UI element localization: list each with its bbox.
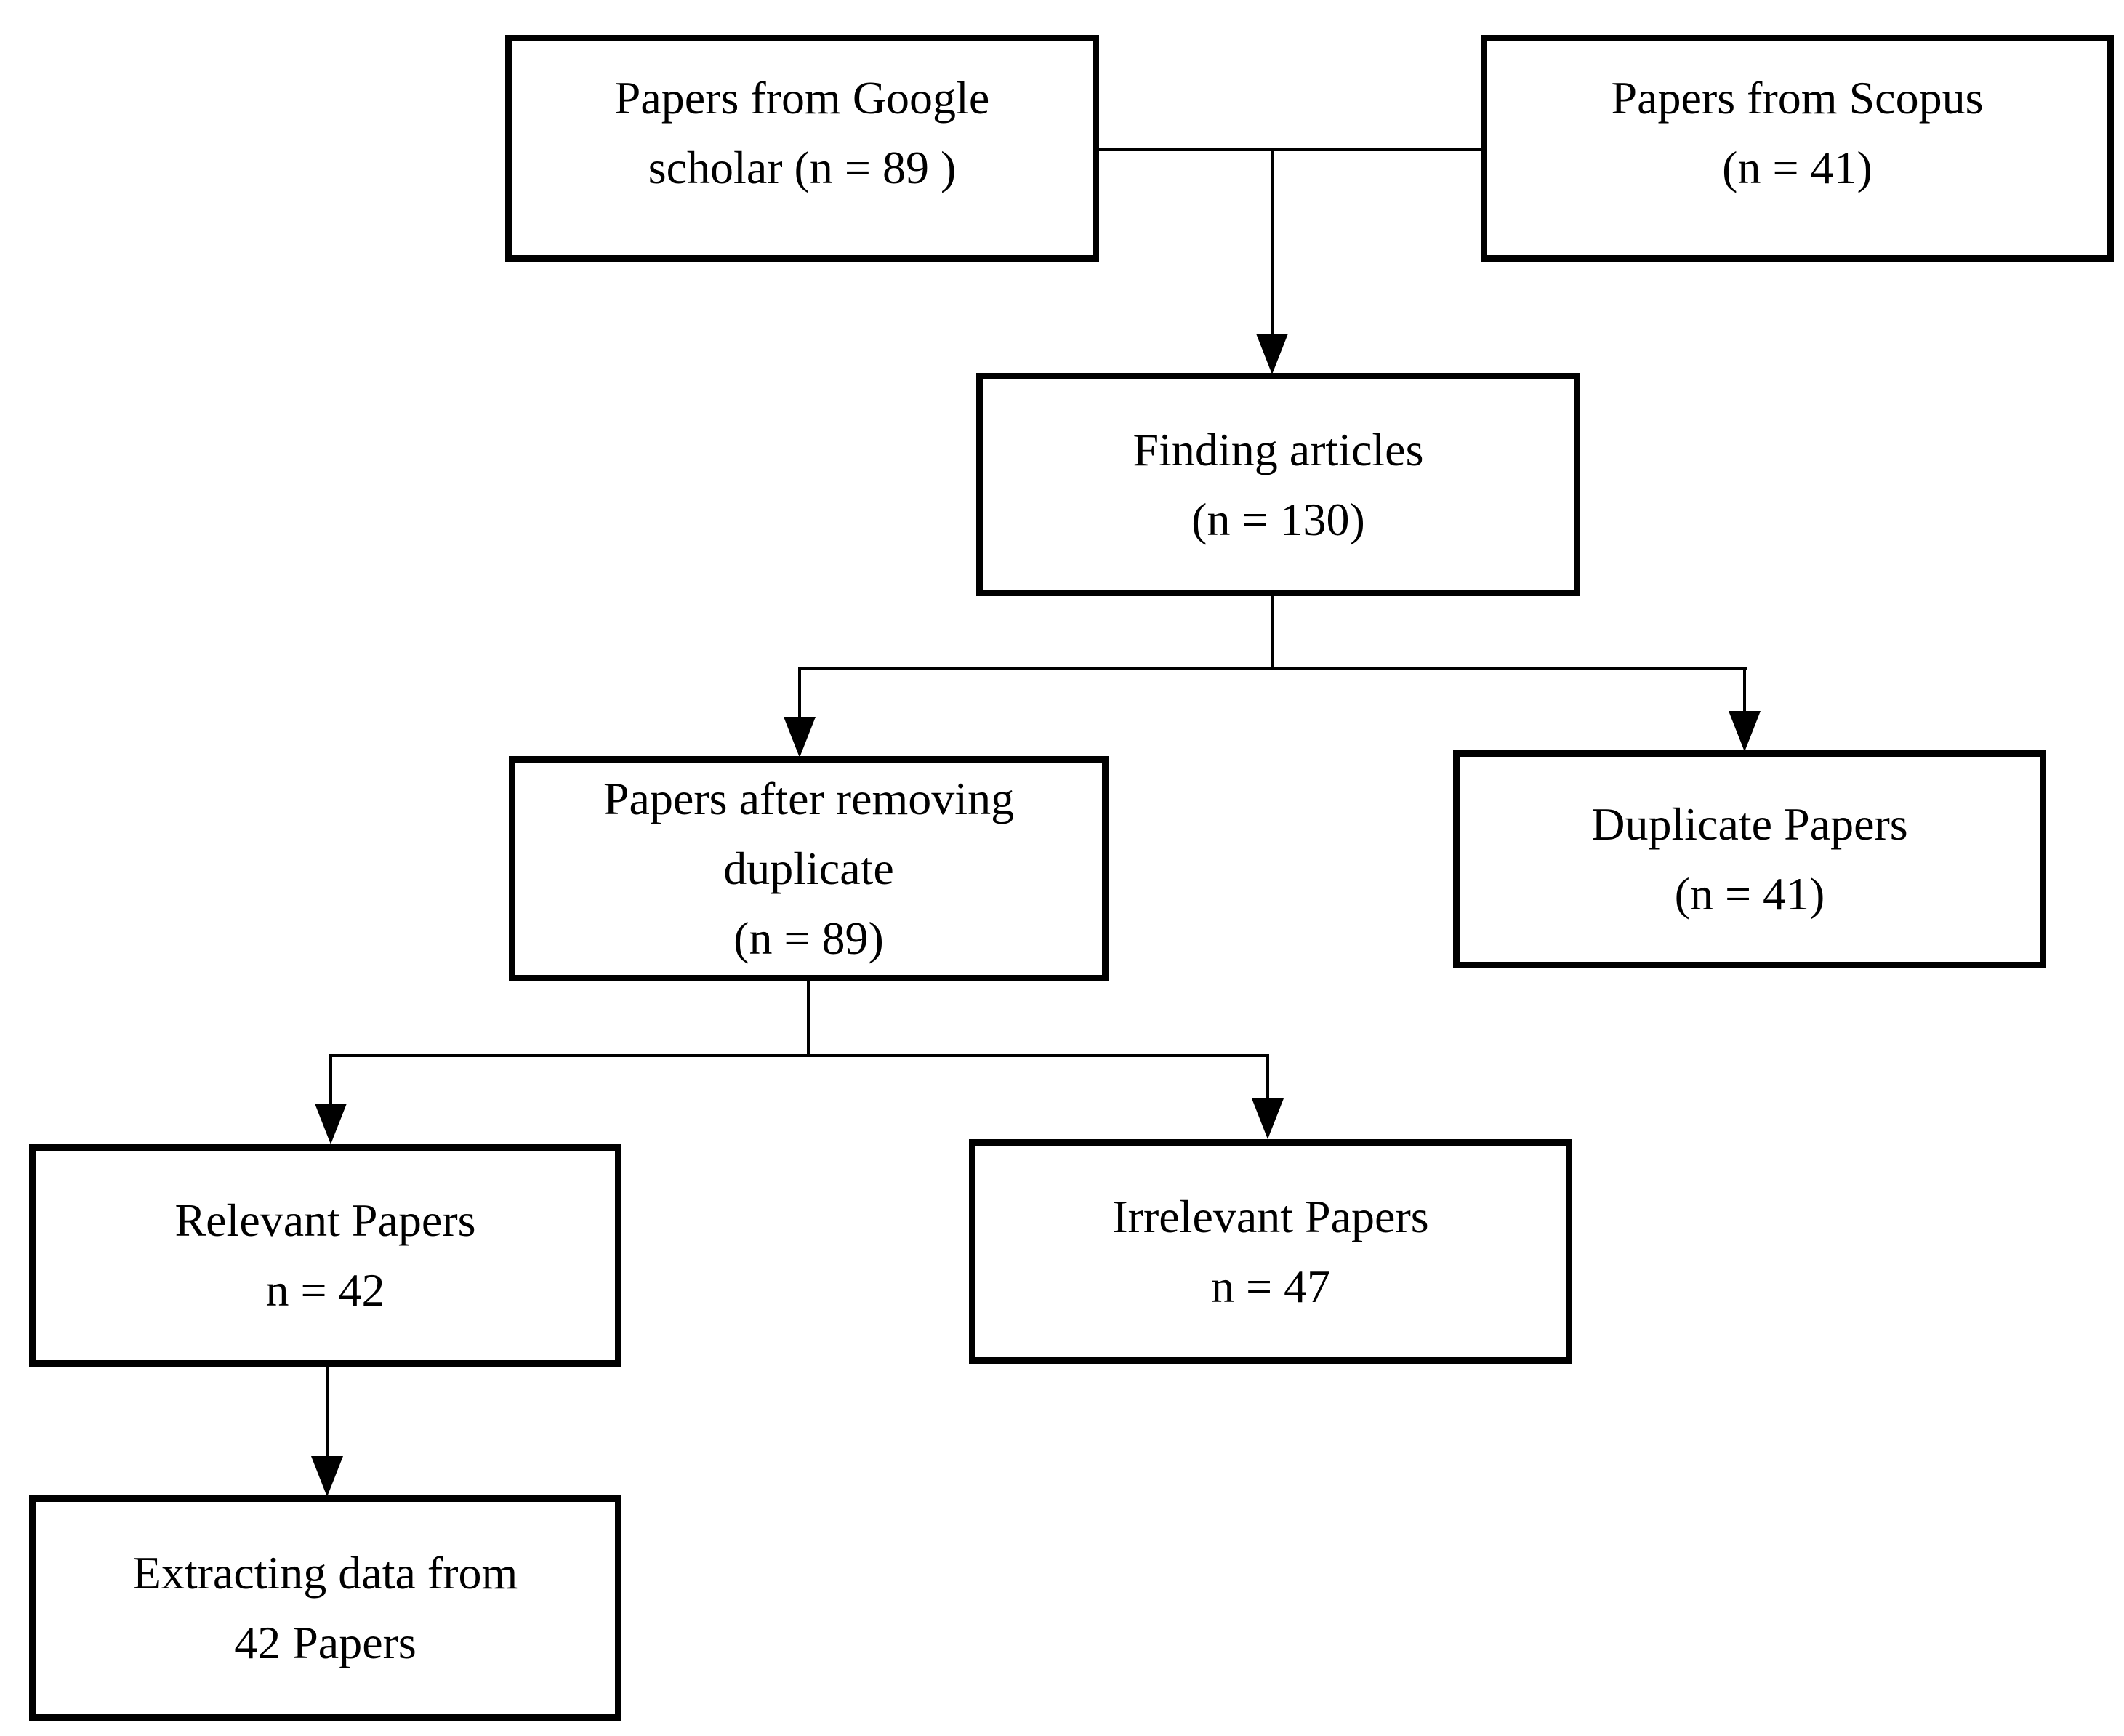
node-label-line: Papers from Google bbox=[614, 72, 990, 124]
arrowhead-into-extracting-data bbox=[311, 1456, 343, 1497]
node-label-line: (n = 130) bbox=[1191, 493, 1365, 545]
node-label-line: n = 42 bbox=[265, 1264, 385, 1316]
node-label-line: Papers after removing bbox=[603, 773, 1015, 824]
connector-to-relevant-line bbox=[329, 1054, 332, 1105]
node-label-line: (n = 89) bbox=[733, 912, 884, 964]
node-label-line: n = 47 bbox=[1210, 1260, 1331, 1312]
connector-google-to-scopus-line bbox=[1096, 148, 1482, 151]
connector-removing-split-bar bbox=[329, 1054, 1269, 1057]
node-papers-from-google-scholar: Papers from Google scholar (n = 89 ) bbox=[505, 35, 1099, 262]
node-irrelevant-papers: Irrelevant Papers n = 47 bbox=[969, 1139, 1572, 1364]
node-label-line: scholar (n = 89 ) bbox=[648, 142, 957, 193]
arrowhead-into-irrelevant-papers bbox=[1252, 1098, 1284, 1139]
node-label-line: Duplicate Papers bbox=[1591, 798, 1908, 850]
arrowhead-into-finding-articles bbox=[1256, 334, 1288, 374]
node-label-line: duplicate bbox=[723, 843, 894, 894]
arrowhead-into-after-removing bbox=[784, 717, 816, 758]
connector-to-duplicate-line bbox=[1743, 667, 1746, 712]
connector-removing-down-line bbox=[807, 980, 810, 1057]
node-relevant-papers: Relevant Papers n = 42 bbox=[29, 1144, 621, 1367]
connector-to-irrelevant-line bbox=[1266, 1054, 1269, 1099]
connector-sources-to-finding-line bbox=[1271, 148, 1274, 334]
node-label-line: Irrelevant Papers bbox=[1112, 1190, 1429, 1242]
arrowhead-into-relevant-papers bbox=[315, 1104, 347, 1144]
arrowhead-into-duplicate-papers bbox=[1729, 711, 1761, 752]
node-label-line: 42 Papers bbox=[234, 1617, 417, 1668]
node-label-line: (n = 41) bbox=[1722, 142, 1872, 193]
connector-finding-split-bar bbox=[800, 667, 1747, 670]
node-papers-after-removing-duplicate: Papers after removing duplicate (n = 89) bbox=[509, 756, 1109, 981]
connector-finding-down-line bbox=[1271, 595, 1274, 670]
node-duplicate-papers: Duplicate Papers (n = 41) bbox=[1453, 750, 2046, 968]
node-label-line: (n = 41) bbox=[1674, 868, 1825, 920]
node-papers-from-scopus: Papers from Scopus (n = 41) bbox=[1481, 35, 2114, 262]
node-label-line: Relevant Papers bbox=[174, 1194, 476, 1246]
connector-relevant-to-extracting-line bbox=[326, 1365, 329, 1457]
connector-to-after-removing-line bbox=[798, 667, 801, 718]
node-finding-articles: Finding articles (n = 130) bbox=[976, 373, 1580, 596]
node-label-line: Papers from Scopus bbox=[1611, 72, 1984, 124]
node-extracting-data: Extracting data from 42 Papers bbox=[29, 1495, 621, 1721]
node-label-line: Extracting data from bbox=[132, 1547, 518, 1599]
node-label-line: Finding articles bbox=[1133, 423, 1424, 475]
